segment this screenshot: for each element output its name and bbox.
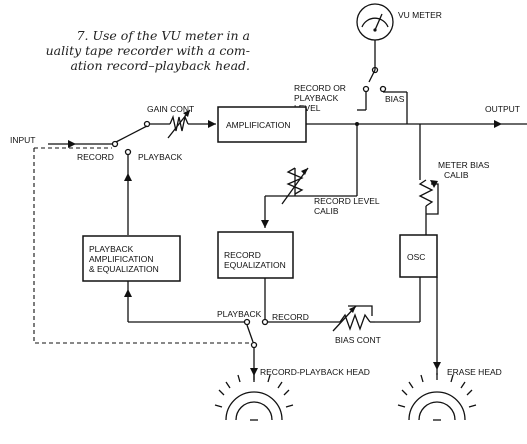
meter-contact-bias <box>379 85 387 93</box>
erase-head-icon <box>397 373 477 421</box>
bottom-switch-playback-contact <box>243 318 251 326</box>
bias-label: BIAS <box>385 94 405 104</box>
input-switch-pivot <box>143 120 151 128</box>
playback-switch-label: PLAYBACK <box>138 152 183 162</box>
amp-input-arrow <box>208 120 216 128</box>
bottom-switch-pivot <box>250 341 258 349</box>
playback-amplification-block <box>82 235 181 282</box>
bias-cont-label: BIAS CONT <box>335 335 381 345</box>
record-switch-label: RECORD <box>77 152 114 162</box>
record-level-wiper <box>281 167 309 205</box>
meter-bias-calib-label: CALIB <box>444 170 469 180</box>
record-level-calib-label: CALIB <box>314 206 339 216</box>
oscillator-block <box>399 234 438 278</box>
output-label: OUTPUT <box>485 104 520 114</box>
figure-caption: 7. Use of the VU meter in a uality tape … <box>0 28 250 73</box>
record-playback-head-arrow <box>250 368 258 376</box>
vu-meter-label: VU METER <box>398 10 442 20</box>
vu-meter-icon <box>356 3 394 41</box>
record-playback-head-icon <box>214 373 294 421</box>
bottom-switch-record-contact <box>261 318 269 326</box>
caption-line-2: uality tape recorder with a com- <box>45 43 250 58</box>
record-bottom-label: RECORD <box>272 312 309 322</box>
playback-amp-line2: AMPLIFICATION <box>89 254 154 264</box>
meter-bias-arrow <box>430 180 438 188</box>
input-label: INPUT <box>10 135 36 145</box>
gain-control-wiper-arrow <box>183 110 190 117</box>
playback-amp-line3: & EQUALIZATION <box>89 264 159 274</box>
playback-bottom-label: PLAYBACK <box>217 309 262 319</box>
record-or-label: RECORD OR <box>294 83 346 93</box>
meter-bias-resistor <box>418 179 434 207</box>
input-switch-blade <box>115 125 148 143</box>
caption-line-3: ation record–playback head. <box>70 58 250 73</box>
record-level-resistor <box>286 167 304 195</box>
record-contact <box>111 140 119 148</box>
output-arrow <box>494 120 502 128</box>
record-playback-head-label: RECORD-PLAYBACK HEAD <box>260 367 370 377</box>
record-eq-input-arrow <box>261 220 269 228</box>
bias-control-resistor <box>339 313 371 331</box>
record-level-label: RECORD LEVEL <box>314 196 380 206</box>
meter-switch-pivot <box>371 66 379 74</box>
bias-control-wiper-arrow <box>349 306 356 313</box>
record-eq-line2: EQUALIZATION <box>224 260 286 270</box>
playback-contact <box>124 148 132 156</box>
bottom-switch-blade <box>246 324 254 343</box>
input-arrow <box>68 140 76 148</box>
erase-head-label: ERASE HEAD <box>447 367 502 377</box>
amplification-label: AMPLIFICATION <box>226 120 291 130</box>
level-label: LEVEL <box>294 103 321 113</box>
record-equalization-block <box>217 231 294 279</box>
ganged-switch-link <box>33 148 250 344</box>
playback-return-arrow <box>124 173 132 181</box>
erase-head-arrow <box>433 362 441 370</box>
meter-bias-label: METER BIAS <box>438 160 490 170</box>
playback-label: PLAYBACK <box>294 93 339 103</box>
osc-label: OSC <box>407 252 425 262</box>
record-level-wiper-arrow <box>301 168 308 175</box>
record-eq-line1: RECORD <box>224 250 261 260</box>
meter-contact-record <box>362 85 370 93</box>
gain-cont-label: GAIN CONT <box>147 104 194 114</box>
playback-amp-line1: PLAYBACK <box>89 244 134 254</box>
meter-switch-blade <box>368 69 376 83</box>
caption-line-1: 7. Use of the VU meter in a <box>76 28 250 43</box>
playback-feed-arrow <box>124 289 132 297</box>
